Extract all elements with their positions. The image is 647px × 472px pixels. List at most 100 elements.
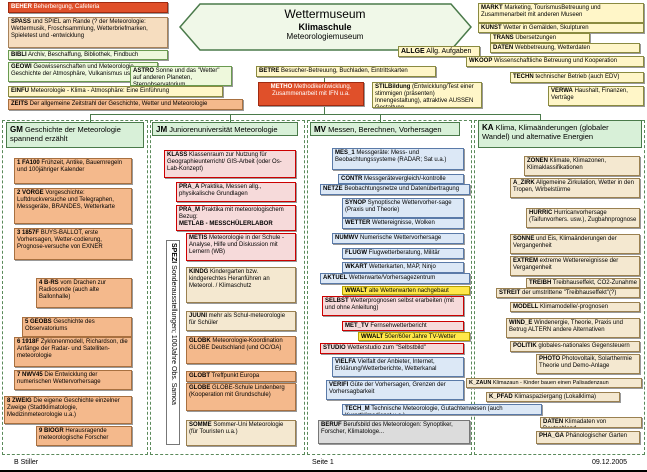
connector-horizontal: [90, 114, 540, 115]
code: BIBLI: [11, 52, 27, 58]
gm-item: 5 GEOBS Geschichte des Observatoriums: [22, 317, 132, 337]
code: CONTR: [341, 176, 363, 182]
desc: Hurricanvorhersage (Taifunvorhers. usw.)…: [529, 210, 637, 223]
code: WKOOP: [469, 58, 493, 64]
desc: der umstrittene "Treibhauseffekt"(?): [520, 290, 617, 296]
jm-item: SOMME Sommer-Uni Meteorologie (für Touri…: [186, 420, 296, 446]
code: WETTER: [345, 220, 371, 226]
gm-column: [2, 120, 148, 455]
desc: globales-nationales Gegensteuern: [536, 343, 630, 349]
code: SYNOP: [345, 200, 367, 206]
desc: Webbetreuung, Wetterdaten: [513, 45, 591, 51]
desc: mehr als Schul-meteorologie für Schüler: [189, 313, 286, 326]
mv-item: BERUF Berufsbild des Meteorologen: Synop…: [318, 420, 470, 444]
desc: Der allgemeine Zeitstrahl der Geschichte…: [28, 101, 208, 107]
desc: Synoptische Wettervorher-sage (Praxis un…: [345, 200, 452, 213]
mv-item: MET_TV Fernsehwetterbericht: [342, 321, 464, 331]
desc: Klimamodelle/-prognosen: [538, 304, 609, 310]
code: MET_TV: [345, 323, 369, 329]
ka-item: K_ZAUN Klimazaun - Kinder bauen einen Pa…: [466, 378, 642, 388]
desc: Photovoltaik, Solarthermie Theorie und D…: [539, 356, 632, 369]
ka-item: POLITIK globales-nationales Gegensteuern: [510, 341, 640, 352]
desc: vom Drachen zur Radiosonde (auch alte Ba…: [39, 280, 107, 300]
box-einfu: EINFU Meteorologie - Klima - Atmosphäre:…: [8, 86, 223, 97]
desc: Kindergarten bzw. kindgerechtes Heranfüh…: [189, 269, 270, 289]
ka-item: TREIBH Treibhauseffekt, CO2-Zunahme: [526, 278, 640, 288]
jm-item: PRA_A Praktika, Messen allg., physikalis…: [176, 182, 296, 202]
desc: Vielfalt der Anbieter, Internet, Erkläru…: [335, 359, 437, 372]
code: 6 1918F: [17, 339, 40, 345]
gm-item: 2 VORGE Vorgeschichte: Luftdruckversuche…: [14, 188, 132, 224]
header-code: GM: [10, 125, 23, 134]
jm-item: PRA_M Praktika mit meteorologischem Bezu…: [176, 205, 296, 231]
mv-item: FLUGW Flugwetterberatung, Militär: [342, 248, 464, 259]
desc: und SPIEL am Rande (? der Meteorologie: …: [11, 19, 148, 39]
mv-item: MES_1 Messgeräte: Mess- und Beobachtungs…: [332, 148, 464, 170]
desc: Treffpunkt Europa: [210, 373, 260, 379]
code: VERIFI: [329, 382, 349, 388]
desc: BUYS-BALLOT, erste Vorhersagen, Wetter-c…: [17, 230, 103, 250]
code: PHOTO: [539, 356, 561, 362]
mv-item: TECH_M Technische Meteorologie, Gutachte…: [342, 404, 542, 415]
gm-item: 1 FA100 Frühzeit, Antike, Bauernregeln u…: [14, 158, 132, 184]
ka-item: A_ZIRK Allgemeine Zirkulation, Wetter in…: [510, 178, 640, 198]
connector-mv: [380, 114, 381, 122]
code: VIELFA: [335, 359, 357, 365]
ka-item: ZONEN Klimate, Klimazonen, Klimaklassifi…: [524, 156, 640, 176]
jm-item: GLOBK Meteorologie-Koordination GLOBE De…: [186, 336, 296, 364]
desc: Allgemeine Zirkulation, Wetter in den Tr…: [513, 180, 634, 193]
mv-item: CONTR Messgerätevergleich/-kontrolle: [338, 174, 464, 184]
ka-item: STREIT der umstrittene "Treibhauseffekt"…: [496, 288, 640, 298]
code: STILBildung: [375, 84, 411, 90]
box-geowi: GEOWI Geowissenschaften und Meteorologie…: [8, 62, 158, 82]
desc: Geschichte des Observatoriums: [25, 319, 95, 332]
box-markt: MARKT Marketing, TourismusBetreuung und …: [478, 3, 644, 23]
code: GEOWI: [11, 64, 32, 70]
desc: Archiv, Beschaffung, Bibliothek, Findbuc…: [26, 52, 139, 58]
mv-item: AKTUEL Wetterwarte/Vorhersagezentrum: [320, 273, 470, 284]
desc: GLOBE-Schule Lindenberg (Kooperation mit…: [189, 385, 285, 398]
code: 5 GEOBS: [25, 319, 52, 325]
header-code: JM: [156, 125, 168, 134]
code: 8 ZWEIG: [7, 398, 32, 404]
box-beher: BEHER Beherbergung, Cafeteria: [8, 2, 168, 13]
box-verwa: VERWA Haushalt, Finanzen, Verträge: [548, 86, 644, 106]
desc: Beobachtungsnetze und Datenübertragung: [342, 186, 460, 192]
footer-date: 09.12.2005: [592, 459, 628, 466]
mv-item: WWALT 50er/60er Jahre TV-Wetter: [358, 332, 470, 341]
desc: technischer Betrieb (auch EDV): [533, 74, 620, 80]
jm-item: KLASS Klassenraum zur Nutzung für Geogra…: [164, 150, 296, 178]
box-zeits: ZEITS Der allgemeine Zeitstrahl der Gesc…: [8, 99, 243, 110]
desc: Klimaspaziergang (Lokalklima): [512, 394, 597, 400]
desc: Technische Meteorologie, Gutachtenwesen …: [345, 406, 503, 414]
desc: Die eigene Geschichte einzelner Zweige (…: [7, 398, 120, 418]
code: DATEN: [543, 419, 564, 425]
desc: Phänologischer Garten: [564, 433, 628, 439]
desc: Berufsbild des Meteorologen: Synoptiker,…: [321, 422, 453, 435]
mv-item: WKART Wetterkarten, MAP, Ninjo: [342, 262, 464, 273]
desc: Numerische Wettervorhersage: [358, 235, 442, 241]
mv-item: STUDIO Wetterstudio zum "Selbstbild": [320, 343, 464, 354]
gm-item: 8 ZWEIG Die eigene Geschichte einzelner …: [4, 396, 132, 424]
header-gm: GM Geschichte der Meteorologie spannend …: [6, 122, 144, 148]
code: DATEN: [493, 45, 514, 51]
ka-item: HURRIC Hurricanvorhersage (Taifunvorhers…: [526, 208, 640, 228]
jm-item: GLOBT Treffpunkt Europa: [186, 371, 296, 382]
box-wkoop: WKOOP Wissenschaftliche Betreuung und Ko…: [466, 56, 644, 67]
code: KINDG: [189, 269, 209, 275]
gm-item: 4 B-RS vom Drachen zur Radiosonde (auch …: [36, 278, 132, 308]
desc: Sonderausstellungen; 100Jahre Obs. Samoa: [170, 263, 177, 405]
code: AKTUEL: [323, 275, 348, 281]
jm-item: KINDG Kindergarten bzw. kindgerechtes He…: [186, 267, 296, 303]
desc: Methodikentwicklung, Zusammenarbeit mit …: [272, 84, 352, 97]
code: ASTRO: [133, 68, 154, 74]
desc: 50er/60er Jahre TV-Wetter: [383, 334, 456, 340]
code: 1 FA100: [17, 160, 40, 166]
box-daten-top: DATEN Webbetreuung, Wetterdaten: [490, 43, 640, 53]
mv-item: NUMWV Numerische Wettervorhersage: [332, 233, 464, 244]
desc: Beherbergung, Cafeteria: [32, 4, 100, 10]
desc: alte Wetterwarten nachgebaut: [367, 288, 449, 294]
desc: Sommer-Uni Meteorologie (für Touristen u…: [189, 422, 284, 435]
code: ZONEN: [527, 158, 548, 164]
code: PRA_A: [179, 184, 200, 190]
